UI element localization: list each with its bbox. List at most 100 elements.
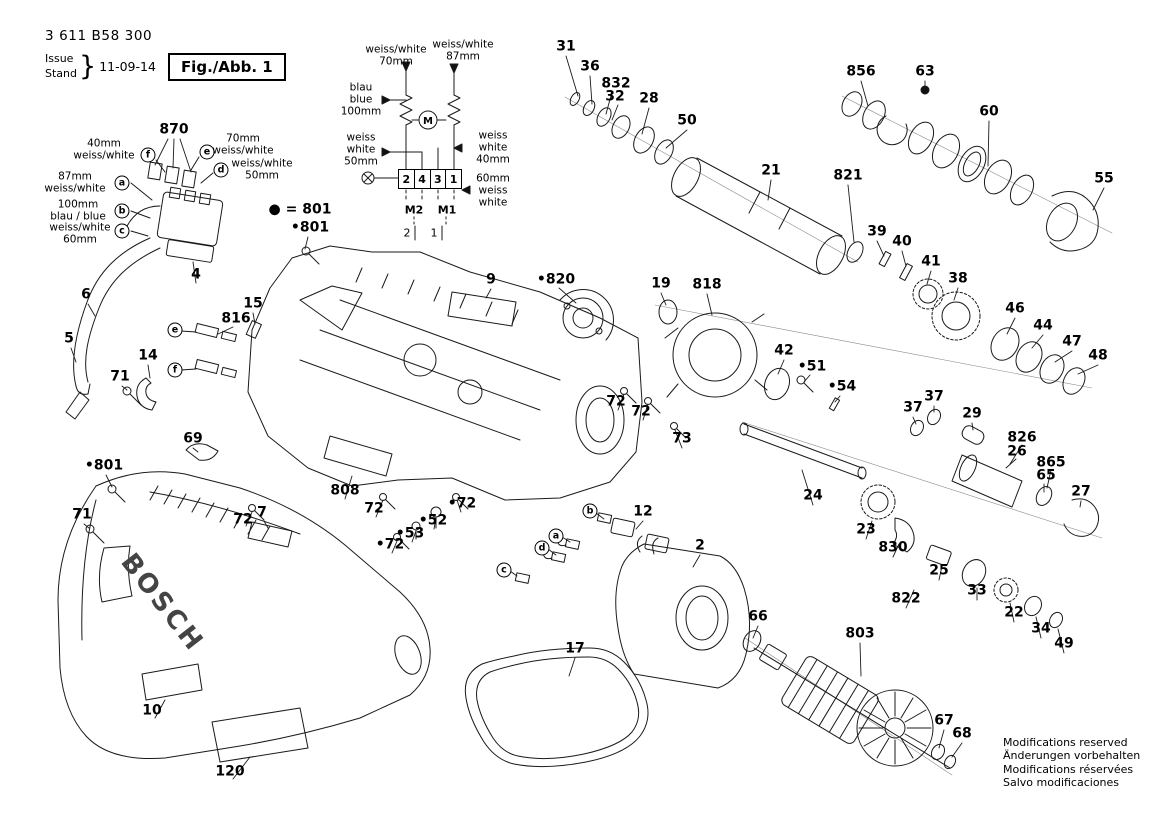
wire-letter-badge: a bbox=[114, 175, 130, 191]
motor-housing-drawing bbox=[247, 245, 643, 501]
part-number-label: 67 bbox=[934, 712, 954, 729]
part-number-label: 17 bbox=[565, 640, 585, 657]
part-number-label: 28 bbox=[639, 90, 659, 107]
document-number: 3 611 B58 300 bbox=[45, 28, 153, 44]
wire-letter-badge: b bbox=[114, 203, 130, 219]
wire-length-label: 40mm weiss/white bbox=[73, 137, 135, 161]
part-number-label: •820 bbox=[536, 271, 576, 288]
leader-lines bbox=[70, 55, 1105, 780]
part-number-label: 816 bbox=[221, 310, 251, 327]
assembly-axis-lines bbox=[564, 95, 1113, 776]
part-number-label: 808 bbox=[330, 482, 360, 499]
fastener-cluster-drawing bbox=[248, 387, 687, 550]
part-number-label: •801 bbox=[290, 219, 330, 236]
terminal-cell: 2 bbox=[402, 172, 411, 186]
part-number-label: 36 bbox=[580, 58, 600, 75]
crank-assembly-drawing bbox=[739, 408, 1100, 629]
part-number-label: 48 bbox=[1088, 347, 1108, 364]
switch-assembly-drawing bbox=[125, 156, 224, 263]
part-number-label: 65 bbox=[1036, 467, 1056, 484]
motor-terminal-m1: M1 bbox=[436, 203, 458, 217]
wire-length-label: 70mm weiss/white bbox=[212, 132, 274, 156]
brand-logo-text: BOSCH bbox=[114, 548, 209, 658]
schematic-wire-label: 60mm weiss white bbox=[476, 172, 510, 208]
part-number-label: 37 bbox=[903, 399, 923, 416]
part-number-label: 69 bbox=[183, 430, 203, 447]
issue-label: Issue bbox=[45, 52, 74, 66]
motor-terminal-m2: M2 bbox=[403, 203, 425, 217]
part-number-label: 21 bbox=[761, 162, 781, 179]
part-number-label: 2 bbox=[695, 537, 705, 554]
part-number-label: 71 bbox=[72, 506, 92, 523]
power-cord-drawing bbox=[65, 237, 161, 420]
part-number-label: 44 bbox=[1033, 317, 1053, 334]
tool-holder-parts-drawing bbox=[841, 85, 1099, 252]
part-number-label: 14 bbox=[138, 347, 158, 364]
bearing-cover-drawing bbox=[559, 289, 614, 341]
part-number-label: 37 bbox=[924, 388, 944, 405]
title-block: 3 611 B58 300 Issue Stand } 11-09-14 Fig… bbox=[45, 28, 286, 82]
part-number-label: 27 bbox=[1071, 483, 1091, 500]
wire-letter-badge: d bbox=[213, 162, 229, 178]
terminal-cell: 3 bbox=[429, 170, 446, 188]
wire-letter-badge: c bbox=[114, 223, 130, 239]
part-number-label: 7 bbox=[257, 504, 267, 521]
housing-gasket-drawing bbox=[464, 647, 649, 768]
footer-line: Modifications réservées bbox=[1003, 762, 1134, 776]
part-number-label: 15 bbox=[243, 295, 263, 312]
schematic-wire-label: weiss white 40mm bbox=[476, 129, 510, 165]
part-number-label: 803 bbox=[845, 625, 875, 642]
armature-drawing bbox=[742, 630, 957, 770]
part-number-label: 66 bbox=[748, 608, 768, 625]
part-number-label: 63 bbox=[915, 63, 935, 80]
part-number-label: 865 bbox=[1036, 454, 1066, 471]
part-number-label: 29 bbox=[962, 405, 982, 422]
small-hardware-drawing bbox=[85, 246, 320, 544]
stator-drawing bbox=[615, 535, 751, 689]
schematic-wire-label: weiss/white 87mm bbox=[432, 38, 494, 62]
part-number-label: 42 bbox=[774, 342, 794, 359]
part-number-label: 71 bbox=[110, 368, 130, 385]
part-number-label: 55 bbox=[1094, 170, 1114, 187]
part-number-label: 6 bbox=[81, 286, 91, 303]
part-number-label: 34 bbox=[1031, 620, 1051, 637]
part-number-label: 4 bbox=[191, 266, 201, 283]
part-number-label: 26 bbox=[1007, 443, 1027, 460]
wire-letter-badge: e bbox=[167, 322, 183, 338]
part-number-label: 19 bbox=[651, 275, 671, 292]
gear-train-drawing bbox=[878, 250, 1086, 395]
part-number-label: 41 bbox=[921, 253, 941, 270]
part-number-label: 23 bbox=[856, 521, 876, 538]
schematic-wire-label: weiss/white 70mm bbox=[365, 43, 427, 67]
part-number-label: 50 bbox=[677, 112, 697, 129]
part-number-label: 24 bbox=[803, 487, 823, 504]
part-number-label: 72 bbox=[631, 403, 651, 420]
footer-line: Modifications reserved bbox=[1003, 736, 1128, 749]
motor-symbol-text: M bbox=[423, 116, 433, 127]
part-number-label: 120 bbox=[215, 763, 245, 780]
wire-letter-badge: b bbox=[582, 503, 598, 519]
brace-glyph: } bbox=[79, 51, 97, 82]
figure-number-box: Fig./Abb. 1 bbox=[167, 52, 286, 81]
part-number-label: 870 bbox=[159, 121, 189, 138]
part-number-label: •54 bbox=[827, 378, 857, 395]
part-number-label: 46 bbox=[1005, 300, 1025, 317]
part-number-label: 39 bbox=[867, 223, 887, 240]
part-number-label: •72 bbox=[447, 495, 477, 512]
wire-length-label: weiss/white 60mm bbox=[49, 221, 111, 245]
part-number-label: 38 bbox=[948, 270, 968, 287]
schematic-wire-label: weiss white 50mm bbox=[344, 131, 378, 167]
wire-letter-badge: f bbox=[140, 147, 156, 163]
part-number-label: 25 bbox=[929, 562, 949, 579]
terminal-strip: 2 4 3 1 bbox=[398, 169, 462, 189]
gear-housing-drawing bbox=[658, 299, 841, 412]
wiring-schematic-drawing: M bbox=[361, 61, 471, 241]
part-number-label: 818 bbox=[692, 276, 722, 293]
part-number-label: 72 bbox=[606, 393, 626, 410]
part-number-label: 12 bbox=[633, 503, 653, 520]
issue-date: 11-09-14 bbox=[99, 59, 156, 74]
wire-letter-badge: d bbox=[534, 540, 550, 556]
part-number-label: 72 bbox=[364, 500, 384, 517]
